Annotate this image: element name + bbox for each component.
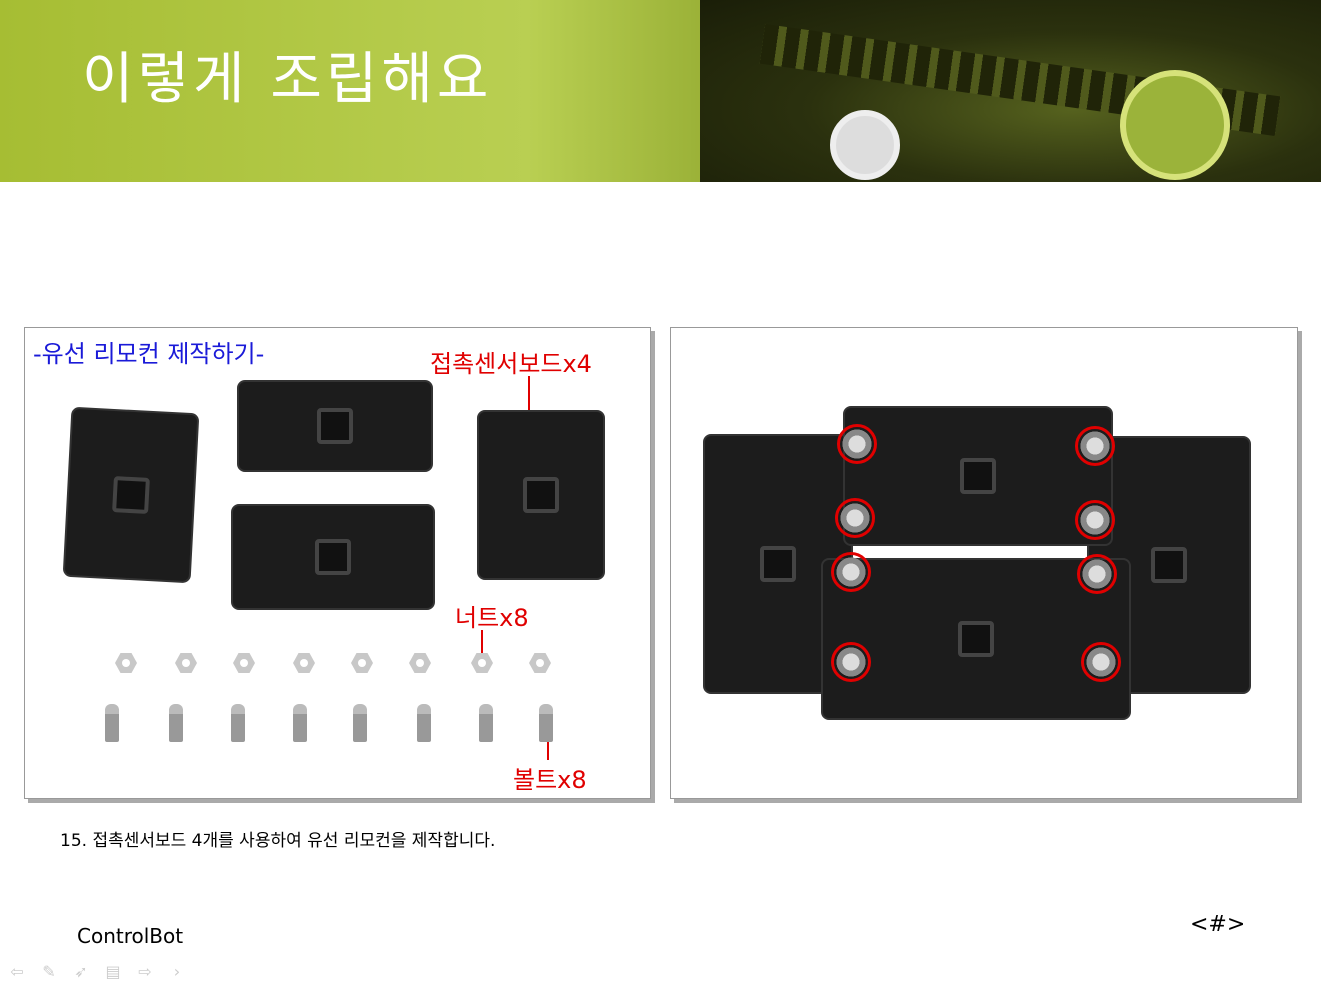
bolt-highlight [1081, 642, 1121, 682]
menu-icon[interactable]: ▤ [105, 962, 121, 981]
bolt [417, 704, 431, 742]
slide-caption: 15. 접촉센서보드 4개를 사용하여 유선 리모컨을 제작합니다. [60, 831, 496, 851]
assembled-photo [670, 327, 1298, 799]
slideshow-toolbar: ⇦ ✎ ➶ ▤ ⇨ › [8, 962, 186, 981]
header-banner [0, 0, 1321, 182]
sensor-board [843, 406, 1113, 546]
sensor-board [231, 504, 435, 610]
bolt-highlight [835, 498, 875, 538]
bolt-highlight [837, 424, 877, 464]
nut [351, 653, 373, 673]
robot-wheel-image [830, 110, 900, 180]
bolt [169, 704, 183, 742]
nut [115, 653, 137, 673]
nuts-label: 너트x8 [455, 604, 529, 632]
nut [175, 653, 197, 673]
bolt [353, 704, 367, 742]
nut [529, 653, 551, 673]
robot-wheel-image [1120, 70, 1230, 180]
nut [471, 653, 493, 673]
page-number: <#> [1190, 912, 1246, 937]
bolt-highlight [831, 552, 871, 592]
chevron-right-icon[interactable]: › [173, 962, 181, 981]
bolt-highlight [831, 642, 871, 682]
arrow-right-icon[interactable]: ⇨ [138, 962, 152, 981]
bolt [293, 704, 307, 742]
boards-label: 접촉센서보드x4 [430, 350, 592, 378]
nut [293, 653, 315, 673]
photo-subtitle: -유선 리모컨 제작하기- [33, 340, 265, 368]
bolt [105, 704, 119, 742]
bolt-highlight [1077, 554, 1117, 594]
sensor-board [477, 410, 605, 580]
sensor-board [821, 558, 1131, 720]
bolt [479, 704, 493, 742]
nut [233, 653, 255, 673]
bolt [539, 704, 553, 742]
nut [409, 653, 431, 673]
arrow-left-icon[interactable]: ⇦ [10, 962, 24, 981]
bolt-highlight [1075, 500, 1115, 540]
bolt-highlight [1075, 426, 1115, 466]
pointer-icon[interactable]: ➶ [74, 962, 88, 981]
slide-footer: ControlBot [77, 924, 184, 948]
sensor-board [62, 406, 200, 584]
pen-icon[interactable]: ✎ [42, 962, 56, 981]
parts-photo: -유선 리모컨 제작하기- 접촉센서보드x4 너트x8 볼트x8 [24, 327, 651, 799]
slide-title: 이렇게 조립해요 [82, 47, 493, 112]
bolts-label: 볼트x8 [513, 766, 587, 794]
bolt [231, 704, 245, 742]
sensor-board [237, 380, 433, 472]
